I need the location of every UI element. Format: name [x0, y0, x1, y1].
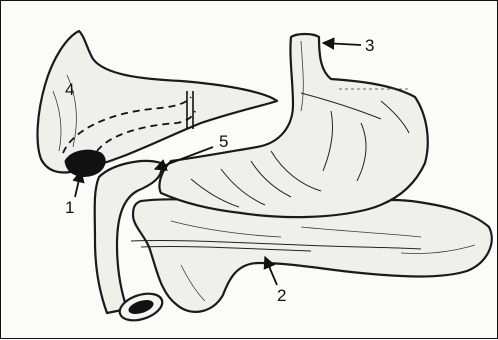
label-5: 5 — [219, 132, 228, 151]
gallbladder — [65, 150, 105, 176]
label-4: 4 — [65, 80, 74, 99]
arrow-3 — [323, 43, 361, 45]
label-1: 1 — [65, 198, 74, 217]
stomach — [159, 34, 427, 217]
label-2: 2 — [277, 286, 286, 305]
label-3: 3 — [365, 36, 374, 55]
